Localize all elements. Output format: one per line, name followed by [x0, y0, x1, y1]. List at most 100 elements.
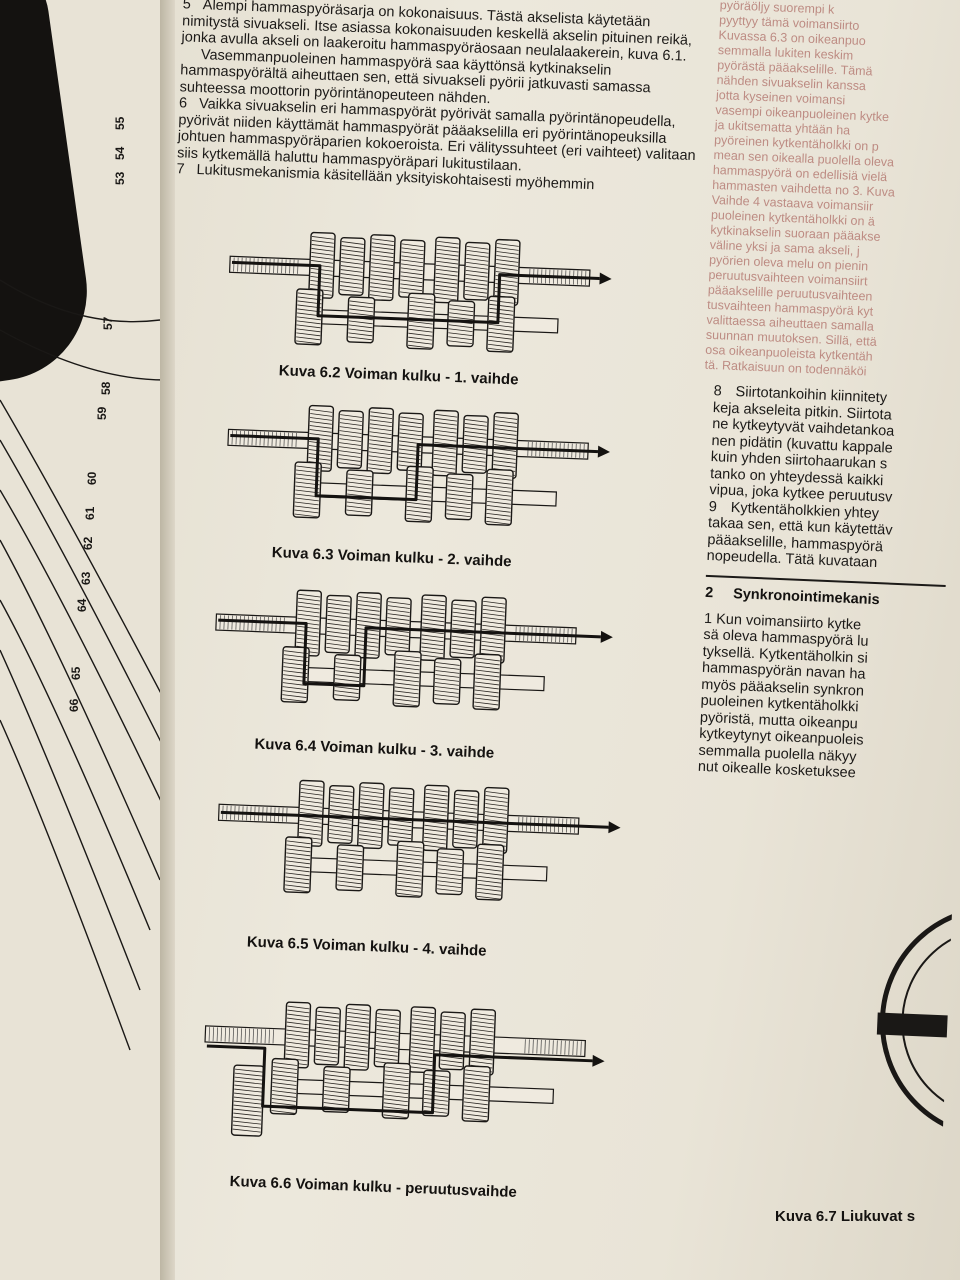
gear-illustration — [283, 1001, 312, 1069]
gear-illustration — [387, 787, 415, 847]
figure-6-6-gearbox — [204, 1001, 605, 1137]
margin-label: 58 — [99, 381, 113, 395]
margin-label: 57 — [101, 316, 115, 330]
figure-6-7-caption: Kuva 6.7 Liukuvat s — [775, 1208, 916, 1225]
faded-text-block: pyöräöljy suorempi k pyyttyy tämä voiman… — [704, 0, 960, 384]
figure-6-4-gearbox — [215, 589, 613, 711]
gear-illustration — [297, 779, 325, 847]
power-flow-line — [206, 1044, 593, 1115]
gear-illustration — [396, 412, 424, 472]
gear-illustration — [446, 300, 476, 348]
left-page: 57 58 59 60 61 62 63 64 65 66 55 54 53 — [0, 0, 175, 1280]
gear-illustration — [335, 844, 365, 892]
gear-illustration — [321, 1065, 351, 1114]
right-column: pyöräöljy suorempi k pyyttyy tämä voiman… — [666, 0, 960, 1280]
arrow-icon — [608, 821, 621, 834]
gear-illustration — [230, 1064, 265, 1137]
figure-6-3-gearbox — [227, 404, 610, 526]
gear-illustration — [472, 653, 502, 711]
margin-label: 62 — [81, 536, 95, 550]
gear-illustration — [343, 1003, 372, 1071]
paragraph-number: 9 — [708, 498, 718, 515]
gear-illustration — [461, 414, 489, 474]
figure-6-5-gearbox — [217, 779, 621, 901]
figure-6-2-gearbox — [228, 231, 612, 353]
gear-illustration — [338, 236, 366, 297]
section-divider — [705, 574, 946, 587]
left-page-curves: 57 58 59 60 61 62 63 64 65 66 55 54 53 — [0, 116, 175, 1051]
paragraph-number: 5 — [182, 0, 192, 13]
arrow-icon — [599, 272, 612, 285]
gear-illustration — [366, 407, 395, 475]
margin-label: 59 — [95, 406, 109, 420]
gear-illustration — [336, 410, 364, 470]
gear-illustration — [373, 1008, 401, 1068]
gear-illustration — [354, 591, 382, 659]
gear-illustration — [294, 288, 324, 346]
gear-illustration — [444, 473, 474, 521]
gear-illustration — [435, 848, 465, 896]
gear-illustration — [395, 840, 425, 898]
gear-illustration — [327, 784, 355, 844]
gear-illustration — [269, 1057, 300, 1116]
power-flow-line — [220, 810, 609, 829]
gear-illustration — [449, 599, 477, 659]
gear-illustration — [346, 296, 376, 344]
margin-label: 53 — [113, 171, 127, 185]
gear-illustration — [479, 596, 507, 664]
gear-illustration — [421, 1069, 451, 1117]
gear-illustration — [404, 465, 434, 523]
gear-illustration — [324, 594, 352, 654]
margin-label: 54 — [113, 146, 127, 160]
gear-illustration — [384, 596, 412, 657]
arrow-icon — [597, 445, 610, 458]
paragraph-number: 6 — [178, 95, 188, 112]
gear-illustration — [421, 784, 450, 852]
gear-illustration — [308, 231, 336, 299]
gear-illustration — [484, 468, 514, 526]
margin-label: 65 — [69, 666, 83, 680]
gear-illustration — [432, 657, 462, 706]
margin-label: 66 — [67, 698, 81, 712]
gear-illustration — [398, 239, 426, 299]
margin-label: 63 — [79, 571, 93, 585]
figure-6-7-partial — [876, 905, 960, 1141]
power-flow-line — [231, 260, 600, 325]
arrow-icon — [600, 630, 613, 643]
power-flow-line — [218, 618, 601, 688]
paragraph-number: 8 — [713, 383, 723, 400]
gear-illustration — [486, 295, 516, 353]
gear-illustration — [332, 654, 362, 702]
section-number: 2 — [704, 584, 714, 601]
margin-label: 64 — [75, 598, 89, 612]
arrow-icon — [592, 1054, 605, 1067]
gear-illustration — [461, 1065, 491, 1123]
margin-label: 61 — [83, 506, 97, 520]
gear-illustration — [408, 1006, 437, 1074]
margin-label: 60 — [85, 471, 99, 485]
margin-label: 55 — [113, 116, 127, 130]
gear-illustration — [438, 1011, 466, 1071]
gear-illustration — [381, 1062, 411, 1120]
gear-illustration — [463, 241, 491, 301]
gear-illustration — [433, 236, 461, 304]
gear-illustration — [283, 836, 313, 894]
gear-illustration — [313, 1006, 342, 1066]
gear-illustration — [452, 789, 480, 849]
gear-illustration — [392, 650, 422, 708]
gear-illustration — [491, 411, 519, 480]
paragraph-number: 7 — [176, 161, 185, 178]
gear-illustration — [419, 594, 447, 662]
gear-illustration — [344, 469, 374, 517]
gear-illustration — [357, 782, 385, 850]
gear-illustration — [481, 786, 510, 854]
gear-illustration — [468, 1008, 497, 1076]
gear-illustration — [475, 843, 505, 901]
power-flow-line — [230, 433, 599, 502]
gear-illustration — [431, 409, 460, 477]
gear-illustration — [368, 234, 396, 302]
